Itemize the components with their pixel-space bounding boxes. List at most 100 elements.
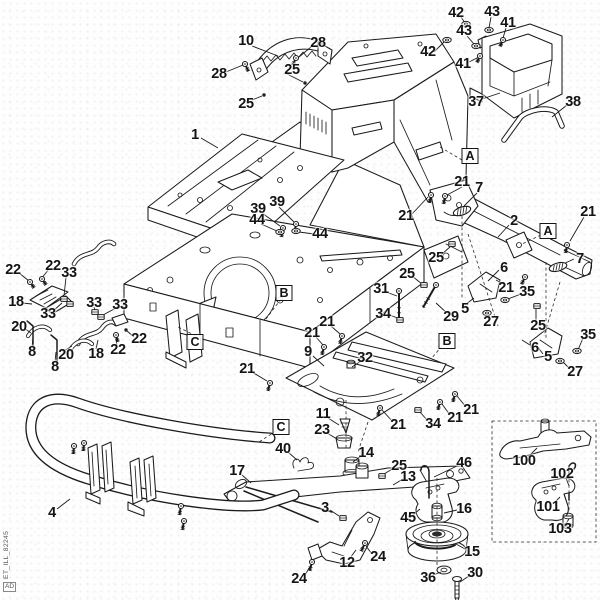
washer-icon	[461, 20, 471, 28]
part-number-label: 25	[399, 266, 415, 282]
leader-line	[440, 245, 452, 256]
dot-icon	[303, 81, 307, 85]
part-number-label: 8	[51, 359, 59, 375]
inset-clamp	[531, 477, 576, 521]
nut-icon	[448, 241, 456, 247]
bumper	[25, 393, 300, 517]
leader-line	[464, 297, 475, 306]
part-number-label: 1	[191, 127, 199, 143]
leader-line	[261, 212, 281, 227]
part-number-label: 35	[519, 284, 535, 300]
leader-line	[433, 465, 458, 478]
part-number-label: 25	[391, 458, 407, 474]
part-number-label: 21	[398, 208, 414, 224]
part-number-label: 21	[239, 361, 255, 377]
bolt-icon	[177, 502, 185, 516]
leader-line	[456, 395, 467, 408]
dot-icon	[124, 328, 128, 332]
leader-line	[411, 196, 429, 215]
section-marker: B	[438, 333, 456, 349]
support-brackets	[467, 271, 563, 359]
leader-line	[497, 224, 510, 238]
leader-line	[287, 451, 298, 461]
leader-line	[466, 35, 475, 45]
leader-line	[298, 231, 315, 235]
washer-icon	[555, 357, 565, 365]
leader-line	[56, 498, 71, 510]
nut-icon	[60, 296, 68, 302]
leader-line	[455, 543, 466, 550]
part-number-label: 44	[249, 212, 265, 228]
part-number-label: 5	[544, 349, 552, 365]
leader-line	[564, 518, 570, 526]
leader-line	[433, 40, 446, 53]
part-number-label: 41	[500, 15, 516, 31]
leader-line	[381, 409, 394, 423]
part-number-label: 34	[425, 416, 441, 432]
section-marker: A	[539, 223, 557, 239]
hex-bolt-30	[451, 575, 463, 600]
leader-line	[326, 432, 338, 440]
leader-lines-layer	[18, 16, 585, 583]
part-number-label: 24	[370, 549, 386, 565]
bolt-icon	[319, 343, 328, 356]
dashed-guides-layer	[177, 146, 570, 568]
part-number-label: 33	[40, 306, 56, 322]
inset-lever	[499, 418, 592, 460]
part-number-label: 21	[447, 410, 463, 426]
part-number-label: 21	[319, 314, 335, 330]
leader-line	[312, 355, 325, 367]
bolt-icon	[307, 558, 316, 572]
leader-line	[468, 56, 480, 63]
part-number-label: 101	[536, 499, 560, 515]
dashed-guide-line	[265, 298, 282, 320]
part-number-label: 21	[304, 325, 320, 341]
leader-line	[527, 447, 538, 458]
leader-line	[411, 275, 423, 285]
part-number-label: 25	[428, 250, 444, 266]
nut-icon	[91, 309, 99, 315]
part-number-label: 33	[86, 295, 102, 311]
leader-line	[351, 360, 362, 368]
part-number-label: 5	[461, 301, 469, 317]
part-number-label: 42	[448, 5, 464, 21]
battery-handle	[501, 106, 565, 143]
part-number-label: 28	[211, 66, 227, 82]
mounting-plate	[285, 331, 455, 421]
part-number-label: 103	[548, 521, 572, 537]
part-number-label: 38	[565, 94, 581, 110]
nut-icon	[414, 407, 422, 413]
part-number-label: 3	[321, 500, 329, 516]
leader-line	[95, 339, 99, 350]
part-number-label: 39	[269, 194, 285, 210]
leader-line	[260, 223, 278, 232]
leader-line	[63, 276, 67, 297]
bolt-icon	[563, 241, 571, 254]
part-number-label: 24	[291, 571, 307, 587]
part-number-label: 15	[464, 544, 480, 560]
part-number-label: 102	[550, 466, 574, 482]
bolt-icon	[359, 539, 369, 552]
part-number-label: 32	[357, 350, 373, 366]
part-number-label: 34	[375, 306, 391, 322]
part-number-label: 6	[500, 260, 508, 276]
part-number-label: 27	[567, 364, 583, 380]
bolt-icon	[112, 331, 120, 343]
dashed-guide-line	[258, 430, 277, 443]
part-number-label: 22	[110, 342, 126, 358]
nut-icon	[420, 282, 428, 288]
part-number-label: 7	[576, 251, 584, 267]
leader-line	[327, 417, 340, 426]
part-number-label: 25	[238, 96, 254, 112]
washer-icon	[484, 26, 494, 34]
leader-line	[126, 330, 135, 338]
leader-line	[536, 345, 544, 355]
part-number-label: 14	[358, 445, 374, 461]
part-number-label: 25	[530, 318, 546, 334]
part-number-label: 25	[284, 62, 300, 78]
bolt-icon	[80, 439, 88, 452]
leader-line	[577, 337, 584, 351]
leader-line	[412, 508, 421, 516]
bolt-icon	[498, 36, 507, 48]
